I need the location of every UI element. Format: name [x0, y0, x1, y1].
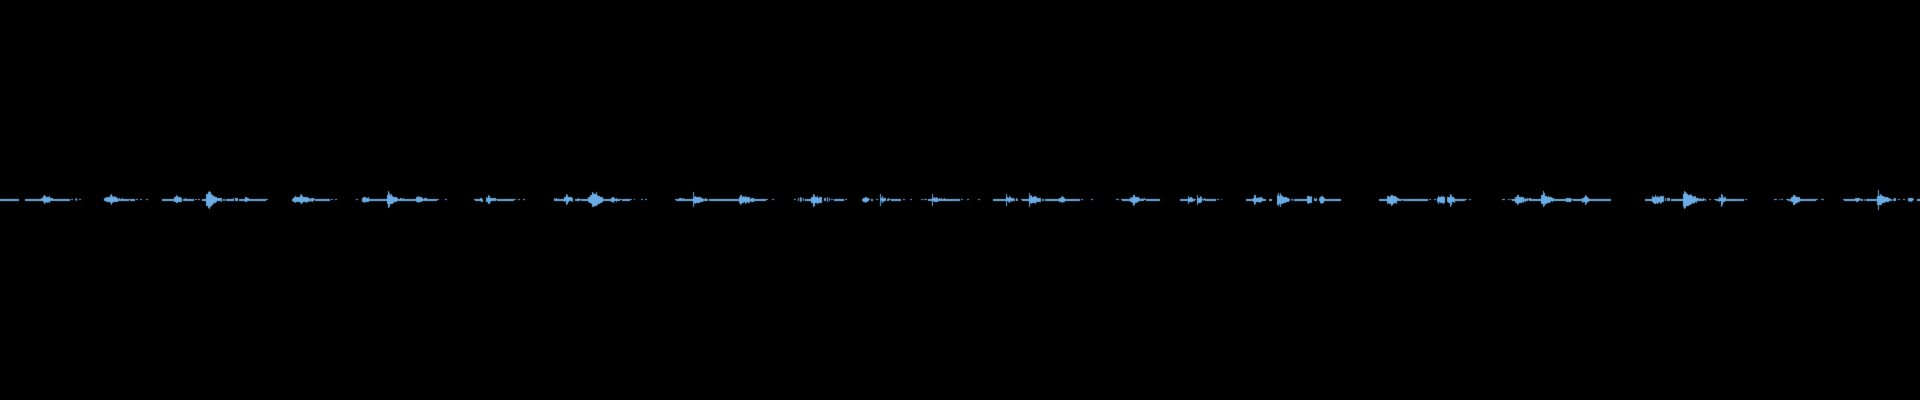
audio-waveform-canvas	[0, 0, 1920, 400]
waveform-stage	[0, 0, 1920, 400]
